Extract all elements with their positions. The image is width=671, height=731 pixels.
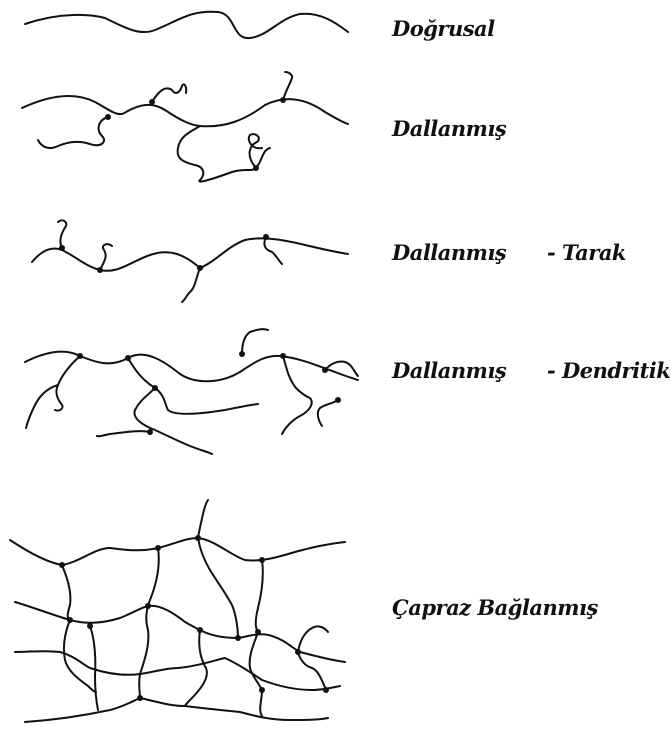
branch-point xyxy=(77,353,83,359)
branch xyxy=(26,385,58,428)
crosslink-point xyxy=(235,635,241,641)
branch-point xyxy=(125,355,131,361)
branch-point xyxy=(322,367,328,373)
branch xyxy=(155,388,258,414)
comb-branch xyxy=(182,268,200,302)
crosslink-point xyxy=(259,557,265,563)
branch-point xyxy=(152,385,158,391)
comb-branch xyxy=(100,244,112,270)
branch-point xyxy=(197,265,203,271)
branch xyxy=(283,72,292,100)
branch xyxy=(38,117,108,148)
branch xyxy=(152,84,186,102)
label-branched: Dallanmış xyxy=(392,116,506,141)
linear-polymer xyxy=(25,12,348,38)
crosslink xyxy=(139,548,159,698)
crosslink-point xyxy=(255,629,261,635)
branch xyxy=(55,356,80,411)
crosslink-point xyxy=(67,617,73,623)
branch-point xyxy=(335,397,341,403)
main-chain xyxy=(25,12,348,38)
crosslink-point xyxy=(323,687,329,693)
crosslink-point xyxy=(155,545,161,551)
crosslink-point xyxy=(145,603,151,609)
branch xyxy=(128,358,212,454)
branch-point xyxy=(149,99,155,105)
crosslink-point xyxy=(195,535,201,541)
chain xyxy=(10,538,345,565)
crosslink xyxy=(298,626,328,652)
main-chain xyxy=(22,96,348,126)
chain xyxy=(25,698,328,722)
label-dendritic-main: Dallanmış xyxy=(392,358,506,383)
branch xyxy=(282,356,312,434)
crosslink-point xyxy=(137,695,143,701)
crosslinked-polymer xyxy=(10,500,345,722)
label-comb-main: Dallanmış xyxy=(392,240,506,265)
label-linear: Doğrusal xyxy=(392,16,495,41)
branch xyxy=(242,329,268,354)
branch-point xyxy=(59,245,65,251)
label-dendritic-sub: - Dendritik xyxy=(547,358,670,383)
branch-point xyxy=(263,234,269,240)
crosslink-point xyxy=(59,562,65,568)
comb-polymer xyxy=(32,220,348,302)
crosslink xyxy=(198,500,208,538)
branch-point xyxy=(253,165,259,171)
main-chain xyxy=(32,238,348,270)
dendritic-polymer xyxy=(25,329,358,454)
branch xyxy=(318,400,338,426)
branch-point xyxy=(147,429,153,435)
branch-point xyxy=(280,97,286,103)
branch xyxy=(97,431,150,436)
comb-branch xyxy=(264,237,282,264)
crosslink-point xyxy=(87,623,93,629)
crosslink-point xyxy=(259,687,265,693)
label-crosslinked: Çapraz Bağlanmış xyxy=(392,595,598,620)
crosslink-point xyxy=(295,649,301,655)
label-comb-sub: - Tarak xyxy=(547,240,626,265)
branch-point xyxy=(280,353,286,359)
crosslink xyxy=(185,630,207,706)
branch-point xyxy=(239,351,245,357)
main-chain xyxy=(25,352,358,382)
crosslink-point xyxy=(197,627,203,633)
branched-polymer xyxy=(22,72,348,182)
branch-point xyxy=(97,267,103,273)
comb-branch xyxy=(58,220,66,248)
branch-point xyxy=(105,114,111,120)
